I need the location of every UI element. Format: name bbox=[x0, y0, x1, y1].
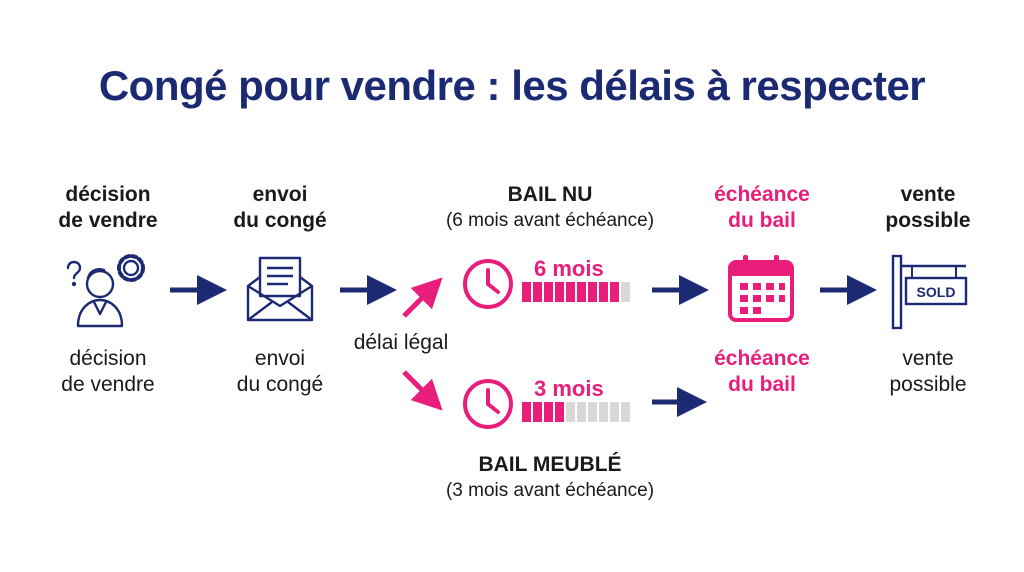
vente-bottom-line-2: possible bbox=[889, 373, 967, 396]
bail-nu-segment-filled bbox=[577, 282, 586, 302]
arrow-to-bail-nu bbox=[402, 277, 443, 318]
envelope-letter-icon bbox=[246, 256, 314, 322]
vente-top-line-2: possible bbox=[885, 209, 971, 232]
bail-nu-segment-filled bbox=[533, 282, 542, 302]
vente-top-line-1: vente bbox=[900, 183, 956, 206]
bail-nu-subheading: (6 mois avant échéance) bbox=[445, 210, 655, 231]
bail-meuble-segment-filled bbox=[555, 402, 564, 422]
bail-nu-segment-filled bbox=[566, 282, 575, 302]
page-title: Congé pour vendre : les délais à respect… bbox=[98, 62, 926, 109]
calendar-icon bbox=[728, 255, 794, 322]
envoi-top-label: envoi du congé bbox=[220, 182, 340, 234]
sold-sign-icon: SOLD bbox=[891, 254, 968, 330]
bail-nu-segment-filled bbox=[544, 282, 553, 302]
bail-meuble-segment-filled bbox=[522, 402, 531, 422]
bail-meuble-heading: BAIL MEUBLÉ bbox=[478, 453, 622, 476]
bail-meuble-duration: 3 mois bbox=[534, 376, 604, 401]
delai-legal-label: délai légal bbox=[353, 331, 449, 354]
vente-bottom-line-1: vente bbox=[902, 347, 954, 370]
envoi-bottom-line-2: du congé bbox=[236, 373, 324, 396]
echeance-bottom-label: échéance du bail bbox=[700, 346, 824, 398]
decision-bottom-line-2: de vendre bbox=[61, 373, 155, 396]
bail-meuble-segment-empty bbox=[599, 402, 608, 422]
decision-top-line-2: de vendre bbox=[58, 209, 158, 232]
echeance-bottom-line-2: du bail bbox=[728, 373, 796, 396]
bail-nu-duration: 6 mois bbox=[534, 256, 604, 281]
decision-top-label: décision de vendre bbox=[48, 182, 168, 234]
echeance-bottom-line-1: échéance bbox=[714, 347, 810, 370]
clock-icon-bail-nu bbox=[463, 259, 513, 309]
envoi-top-line-1: envoi bbox=[252, 183, 308, 206]
bail-meuble-segment-empty bbox=[621, 402, 630, 422]
bail-nu-progress-bar bbox=[522, 282, 630, 302]
decision-bottom-line-1: décision bbox=[69, 347, 147, 370]
envoi-bottom-label: envoi du congé bbox=[220, 346, 340, 398]
bail-nu-segment-filled bbox=[588, 282, 597, 302]
decision-top-line-1: décision bbox=[65, 183, 151, 206]
bail-nu-segment-filled bbox=[599, 282, 608, 302]
person-thinking-gear-icon bbox=[66, 254, 145, 328]
arrow-to-bail-meuble bbox=[402, 370, 443, 411]
vente-top-label: vente possible bbox=[868, 182, 988, 234]
envoi-bottom-line-1: envoi bbox=[254, 347, 306, 370]
bail-meuble-segment-empty bbox=[610, 402, 619, 422]
envoi-top-line-2: du congé bbox=[233, 209, 327, 232]
bail-nu-segment-filled bbox=[555, 282, 564, 302]
echeance-top-line-2: du bail bbox=[728, 209, 796, 232]
echeance-top-label: échéance du bail bbox=[700, 182, 824, 234]
decision-bottom-label: décision de vendre bbox=[48, 346, 168, 398]
bail-nu-segment-filled bbox=[522, 282, 531, 302]
bail-nu-segment-filled bbox=[610, 282, 619, 302]
bail-meuble-subheading: (3 mois avant échéance) bbox=[445, 480, 655, 501]
bail-meuble-segment-filled bbox=[533, 402, 542, 422]
clock-icon-bail-meuble bbox=[463, 379, 513, 429]
bail-meuble-segment-empty bbox=[588, 402, 597, 422]
bail-meuble-segment-empty bbox=[577, 402, 586, 422]
echeance-top-line-1: échéance bbox=[714, 183, 810, 206]
sold-sign-text: SOLD bbox=[917, 284, 956, 300]
bail-meuble-progress-bar bbox=[522, 402, 630, 422]
bail-meuble-segment-empty bbox=[566, 402, 575, 422]
vente-bottom-label: vente possible bbox=[868, 346, 988, 398]
bail-meuble-segment-filled bbox=[544, 402, 553, 422]
bail-nu-heading: BAIL NU bbox=[507, 183, 593, 206]
bail-nu-segment-empty bbox=[621, 282, 630, 302]
